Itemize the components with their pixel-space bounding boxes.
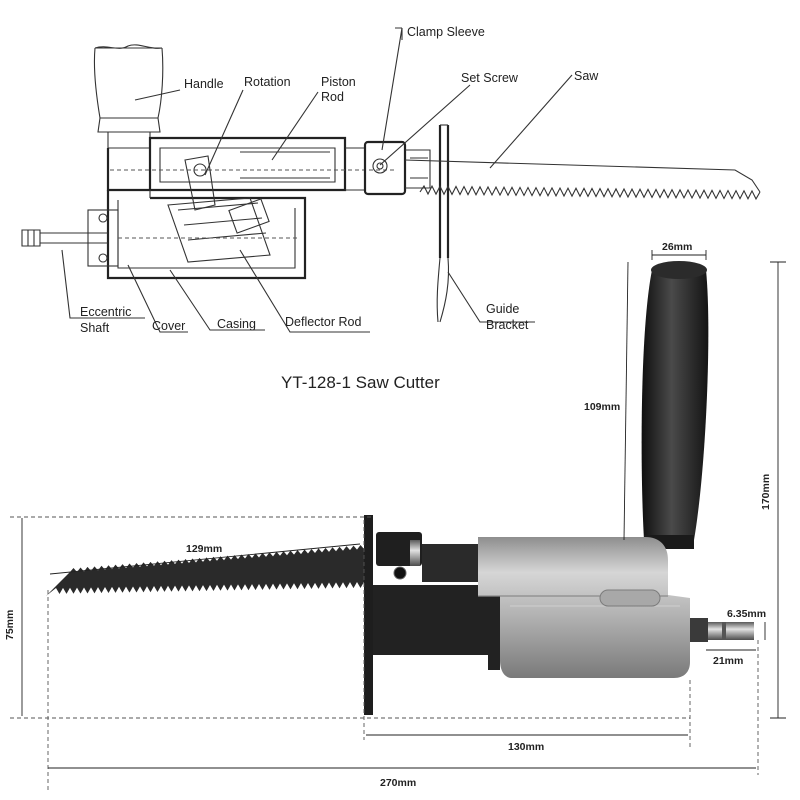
label-clamp-sleeve: Clamp Sleeve <box>407 25 485 39</box>
saw-blade <box>46 545 364 596</box>
leader-lines <box>61 27 573 333</box>
dim-handle-length: 109mm <box>584 401 620 413</box>
dim-total-length: 270mm <box>380 777 416 789</box>
clamp-sleeve-part <box>363 140 431 196</box>
label-handle: Handle <box>184 77 224 91</box>
hex-shank <box>690 618 754 642</box>
guide-bracket <box>373 585 503 655</box>
label-eccentric-shaft-2: Shaft <box>80 321 110 335</box>
dim-shank-length: 21mm <box>713 655 743 667</box>
dim-handle-width: 26mm <box>662 241 692 253</box>
label-piston-rod-1: Piston <box>321 75 356 89</box>
label-rotation: Rotation <box>244 75 291 89</box>
tool-body <box>478 537 690 678</box>
label-deflector-rod: Deflector Rod <box>285 315 361 329</box>
label-piston-rod-2: Rod <box>321 90 344 104</box>
label-casing: Casing <box>217 317 256 331</box>
product-title: YT-128-1 Saw Cutter <box>281 373 440 392</box>
label-guide-bracket-2: Bracket <box>486 318 529 332</box>
label-guide-bracket-1: Guide <box>486 302 519 316</box>
dim-total-height: 170mm <box>760 474 772 510</box>
dim-body-height: 75mm <box>4 610 16 640</box>
deflector-rod-part <box>118 155 300 263</box>
label-eccentric-shaft-1: Eccentric <box>80 305 131 319</box>
guide-plate <box>364 515 373 715</box>
cross-section-drawing: Handle Rotation Piston Rod Clamp Sleeve … <box>21 25 761 392</box>
saw-blade-part <box>404 159 761 201</box>
handle-grip <box>641 261 709 549</box>
label-cover: Cover <box>152 319 185 333</box>
eccentric-shaft-part <box>21 209 119 267</box>
dimension-guides <box>10 516 759 790</box>
dim-body-length: 130mm <box>508 741 544 753</box>
product-illustration: 26mm 109mm 170mm 129mm 75mm 6.35mm 21mm … <box>4 241 786 790</box>
dimension-lines <box>21 250 786 769</box>
guide-bracket-part <box>436 124 450 323</box>
upper-casing-part <box>106 136 395 192</box>
label-saw: Saw <box>574 69 599 83</box>
lower-casing-part <box>106 190 307 280</box>
dim-blade-length: 129mm <box>186 543 222 555</box>
clamp-sleeve <box>376 532 478 582</box>
handle-part <box>93 44 164 149</box>
label-set-screw: Set Screw <box>461 71 519 85</box>
dim-shank-diameter: 6.35mm <box>727 608 766 620</box>
